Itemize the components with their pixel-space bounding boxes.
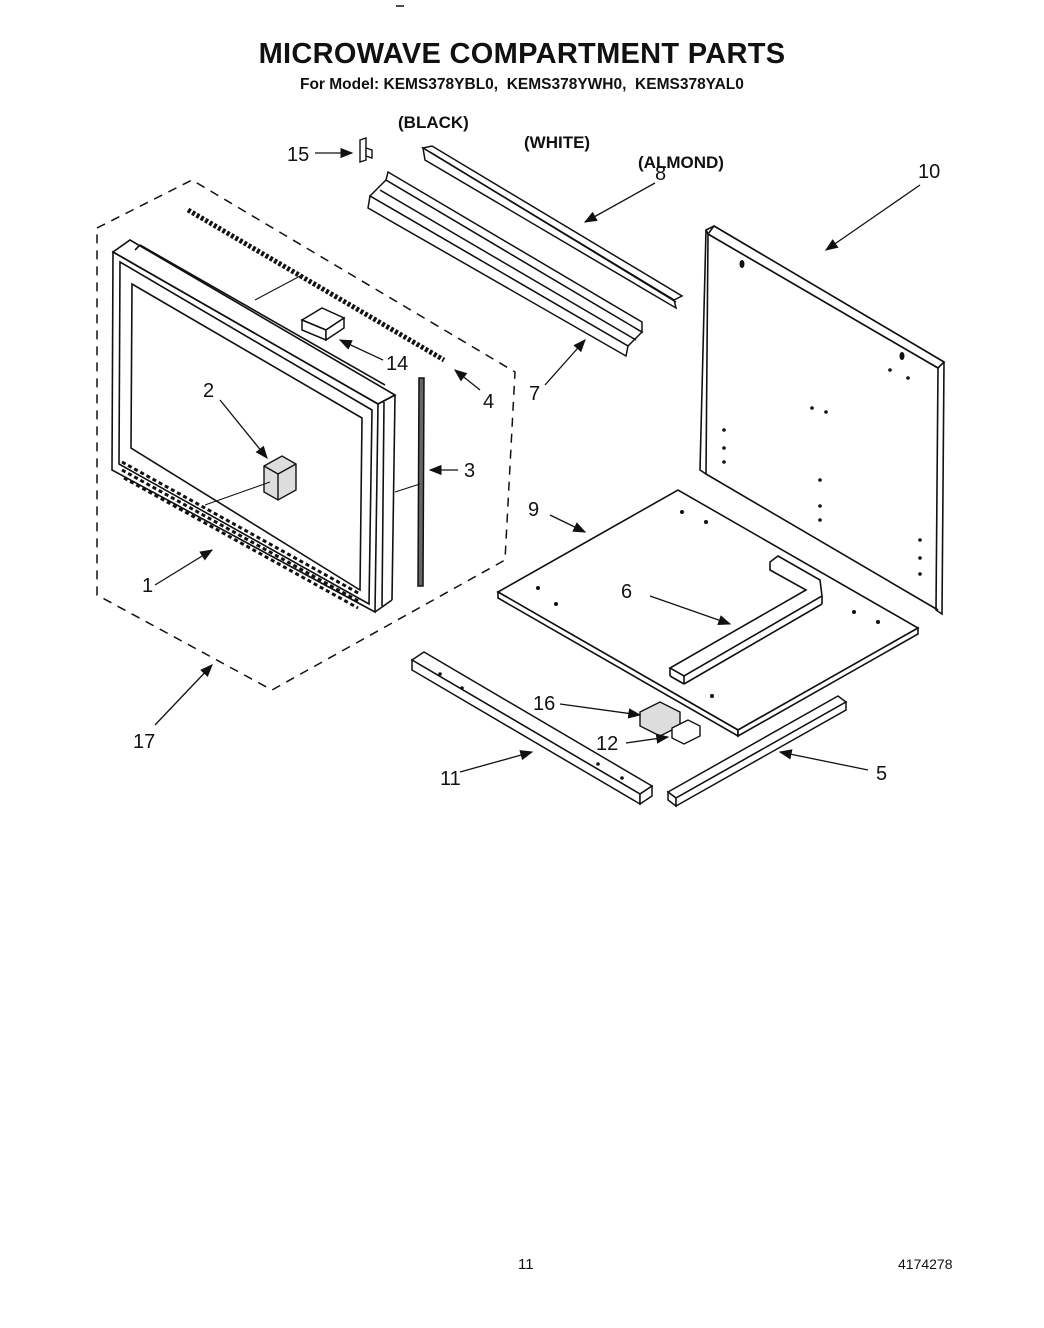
leader-lines [154, 147, 921, 773]
color-white: (WHITE) [524, 133, 591, 152]
part-15-clip [359, 137, 373, 163]
part-9-floor-panel [496, 489, 920, 738]
part-14-latch [254, 274, 346, 342]
callout-1: 1 [142, 575, 153, 597]
document-number: 4174278 [898, 1256, 953, 1272]
part-7-channel [367, 170, 644, 358]
callout-8: 8 [655, 163, 666, 185]
part-17-assembly-outline [96, 179, 516, 691]
model-numbers: For Model: KEMS378YBL0, KEMS378YWH0, KEM… [300, 76, 744, 93]
callout-11: 11 [440, 768, 461, 790]
part-11-lower-rail [410, 651, 654, 806]
color-black: (BLACK) [398, 113, 469, 132]
part-5-right-rail [666, 695, 848, 808]
part-3-side-strip [394, 377, 425, 587]
callout-9: 9 [528, 499, 539, 521]
part-6-bracket [668, 555, 823, 685]
callout-17: 17 [133, 731, 155, 753]
callout-4: 4 [483, 391, 494, 413]
part-12-block [671, 719, 701, 745]
part-1-front-frame [111, 239, 397, 614]
color-almond: (ALMOND) [638, 153, 724, 172]
color-variants: (BLACK) (WHITE) (ALMOND) [398, 93, 724, 173]
callout-7: 7 [529, 383, 540, 405]
part-4-vent-strip [186, 207, 446, 363]
part-8-top-rail [421, 145, 684, 310]
part-2-foam-block [204, 455, 297, 506]
callout-numbers: 15 8 10 2 14 4 7 3 9 1 6 17 16 12 11 5 [133, 144, 940, 790]
callout-5: 5 [876, 763, 887, 785]
page-title: MICROWAVE COMPARTMENT PARTS [258, 38, 786, 70]
callout-3: 3 [464, 460, 475, 482]
callout-10: 10 [918, 161, 940, 183]
callout-14: 14 [386, 353, 408, 375]
callout-15: 15 [287, 144, 309, 166]
callout-12: 12 [596, 733, 618, 755]
part-10-back-panel [699, 224, 946, 616]
callout-6: 6 [621, 581, 632, 603]
callout-16: 16 [533, 693, 555, 715]
vent-slots [121, 460, 361, 610]
page-number: 11 [518, 1256, 534, 1273]
callout-2: 2 [203, 380, 214, 402]
